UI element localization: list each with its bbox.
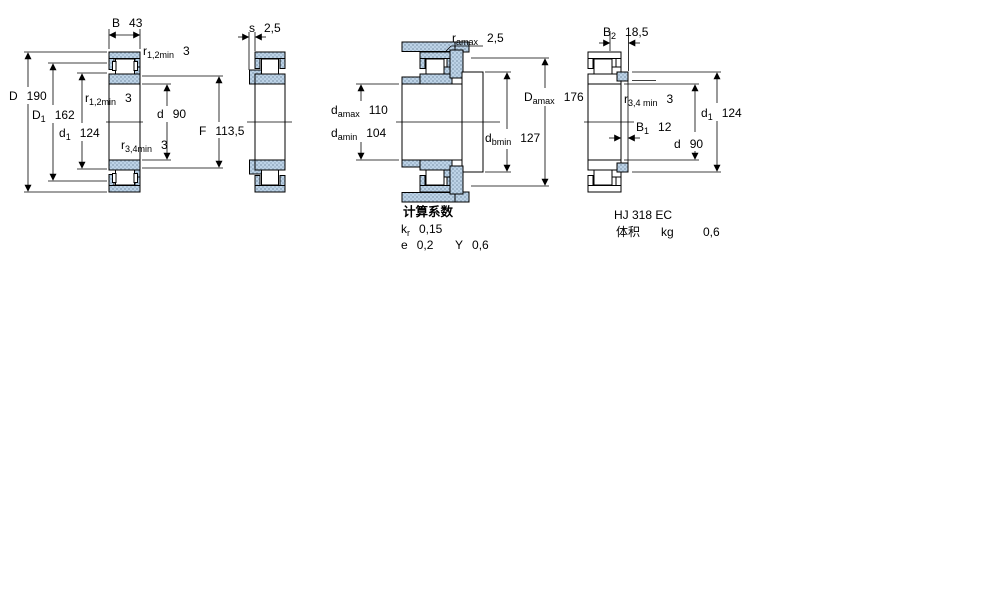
sym: D	[9, 89, 18, 103]
val: 3	[161, 138, 168, 152]
sub: 3,4min	[125, 144, 153, 154]
sym: d	[485, 131, 492, 145]
hj-designation: HJ 318 EC	[614, 208, 673, 222]
dim-r12-outer: r1,2min 3	[143, 44, 190, 60]
dim-B: B 43	[112, 16, 142, 30]
sym: Y	[455, 238, 464, 252]
dim-d-bmin: dbmin 127	[485, 131, 541, 147]
sym: D	[32, 108, 41, 122]
val: 90	[172, 107, 187, 121]
calc-factor-Y: Y 0,6	[455, 238, 489, 252]
side-cross-section	[238, 32, 292, 193]
dim-r12-inner: r1,2min 3	[85, 91, 132, 107]
sub: 1,2min	[89, 97, 117, 107]
sub: 1,2min	[147, 50, 175, 60]
dim-r34-hj: r3,4 min 3	[624, 92, 674, 108]
sub: amax	[532, 96, 555, 106]
dim-s: s 2,5	[249, 21, 281, 35]
val: 124	[79, 126, 100, 140]
sym: d	[59, 126, 66, 140]
val: 176	[563, 90, 584, 104]
calc-factors-title: 计算系数	[403, 205, 454, 219]
val: 110	[368, 103, 388, 117]
dim-D1: D1 162	[32, 108, 75, 124]
val: 3	[125, 91, 132, 105]
sym: d	[674, 137, 681, 151]
val: 190	[26, 89, 47, 103]
val: 2,5	[264, 21, 281, 35]
val: 90	[689, 137, 704, 151]
mounted-cross-section	[356, 41, 549, 203]
sym: k	[401, 222, 407, 236]
val: 12	[658, 120, 672, 134]
val: 3	[183, 44, 190, 58]
sym: r	[452, 31, 456, 45]
sym: d	[331, 126, 338, 140]
val: 124	[721, 106, 742, 120]
dim-D: D 190	[9, 89, 47, 103]
calc-factor-kr: kr 0,15	[401, 222, 443, 238]
val: 2,5	[487, 31, 504, 45]
sym: r	[143, 44, 147, 58]
sym: d	[331, 103, 338, 117]
hj-ring-cross-section	[584, 31, 721, 193]
dim-d1: d1 124	[59, 126, 100, 142]
val: 127	[520, 131, 541, 145]
sub: r	[407, 228, 410, 238]
dim-D-amax: Damax 176	[524, 90, 584, 106]
sub: 1	[644, 126, 650, 136]
main-cross-section	[24, 29, 223, 193]
sym: D	[524, 90, 533, 104]
sub: amax	[456, 37, 479, 47]
dim-d-amax: damax 110	[331, 103, 388, 119]
dim-d: d 90	[157, 107, 186, 121]
dim-B2: B2 18,5	[603, 25, 649, 41]
dim-F: F 113,5	[199, 124, 244, 138]
sub: amin	[337, 132, 358, 142]
val: 18,5	[625, 25, 649, 39]
dim-r-amax: ramax 2,5	[452, 31, 504, 47]
sub: 1	[40, 114, 46, 124]
sym: s	[249, 21, 255, 35]
val: 43	[129, 16, 143, 30]
calc-factor-e: e 0,2	[401, 238, 433, 252]
sym: e	[401, 238, 408, 252]
val: 0,15	[419, 222, 443, 236]
val: 0,6	[472, 238, 489, 252]
sym: B	[636, 120, 645, 134]
sub: 1	[65, 132, 71, 142]
dim-r34: r3,4min 3	[121, 138, 168, 154]
val: 0,2	[416, 238, 434, 252]
sym: B	[112, 16, 121, 30]
sym: B	[603, 25, 612, 39]
sym: r	[85, 91, 89, 105]
sub: bmin	[491, 137, 512, 147]
val: 162	[54, 108, 75, 122]
sym: d	[157, 107, 164, 121]
sub: 3,4 min	[628, 98, 658, 108]
sym: F	[199, 124, 207, 138]
val: 3	[666, 92, 674, 106]
sub: 2	[611, 31, 617, 41]
sym: r	[121, 138, 125, 152]
sub: amax	[337, 109, 360, 119]
sym: r	[624, 92, 628, 106]
dim-B1: B1 12	[636, 120, 672, 136]
val: 104	[366, 126, 387, 140]
sym: d	[701, 106, 708, 120]
dim-d-amin: damin 104	[331, 126, 387, 142]
val: 113,5	[215, 124, 245, 138]
sub: 1	[707, 112, 713, 122]
hj-mass-label: 体积	[616, 225, 641, 239]
dim-d1-hj: d1 124	[701, 106, 742, 122]
hj-mass-value: 0,6	[703, 225, 720, 239]
dim-d-hj: d 90	[674, 137, 703, 151]
hj-mass-unit: kg	[661, 225, 674, 239]
